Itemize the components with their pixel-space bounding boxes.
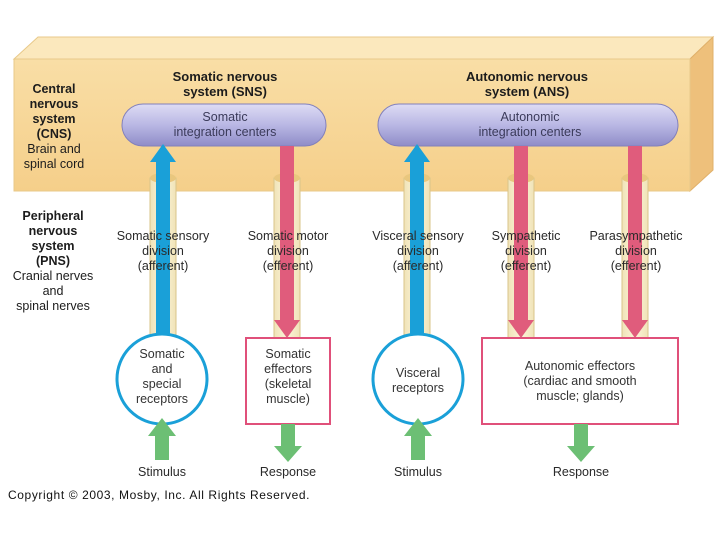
cns-label: Central nervous system (CNS) Brain and s… — [23, 82, 85, 171]
stimulus-arrow-somatic — [148, 418, 176, 460]
somatic-effectors-box — [245, 337, 331, 425]
response-label-somatic: Response — [259, 465, 317, 479]
autonomic-effectors-box — [481, 337, 679, 425]
parasympathetic-arrow — [622, 146, 648, 338]
response-arrow-autonomic — [567, 424, 595, 462]
copyright-notice: Copyright © 2003, Mosby, Inc. All Rights… — [8, 488, 311, 502]
pns-label: Peripheral nervous system (PNS) Cranial … — [12, 209, 94, 313]
stimulus-label-visceral: Stimulus — [394, 465, 442, 479]
response-arrow-somatic — [274, 424, 302, 462]
somatic-sensory-arrow — [150, 144, 176, 344]
response-label-autonomic: Response — [552, 465, 610, 479]
somatic-integration-pill — [121, 103, 327, 147]
stimulus-label-somatic: Stimulus — [138, 465, 186, 479]
stimulus-arrow-visceral — [404, 418, 432, 460]
sympathetic-arrow — [508, 146, 534, 338]
visceral-sensory-arrow — [404, 144, 430, 344]
somatic-motor-arrow — [274, 146, 300, 338]
